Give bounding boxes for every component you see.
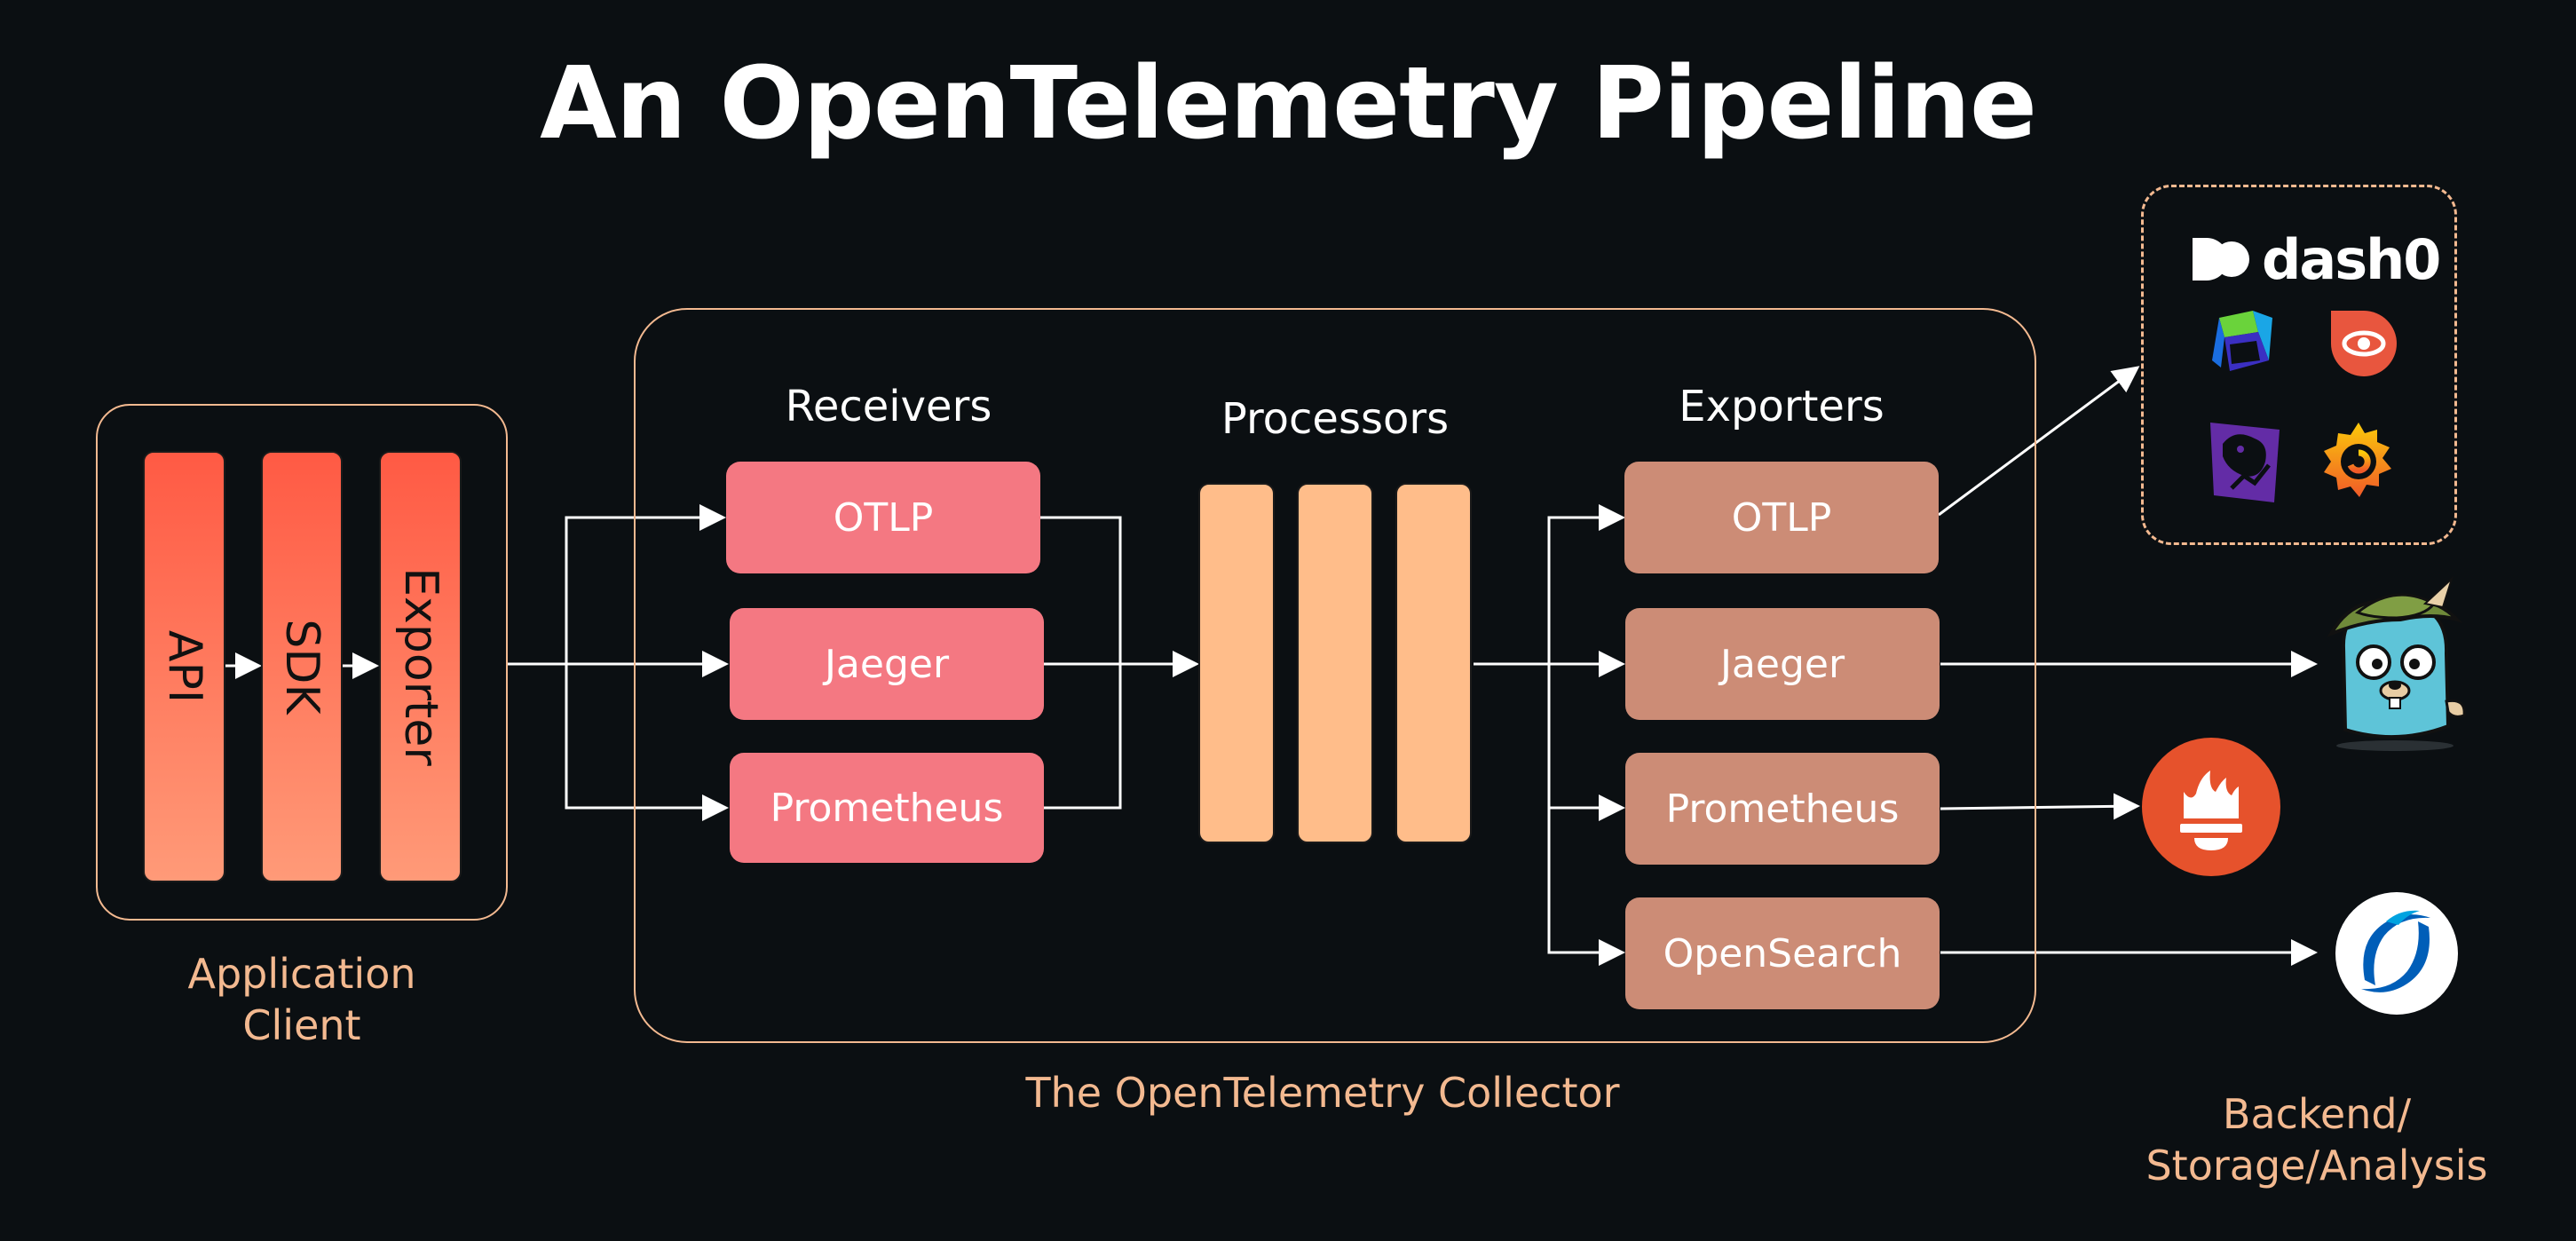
backends-caption: Backend/ Storage/Analysis <box>2104 1088 2530 1191</box>
exporter-opensearch: OpenSearch <box>1625 897 1940 1009</box>
api-label: API <box>157 629 211 704</box>
otlp-to-vendors-arrow <box>1938 366 2140 517</box>
caption-line: Backend/ <box>2222 1090 2412 1138</box>
eye-icon <box>2331 311 2397 376</box>
processors-to-otlp-arrow <box>1547 504 1625 664</box>
jaeger-gopher-icon <box>2327 575 2466 751</box>
receiver-prometheus-label: Prometheus <box>770 785 1004 831</box>
sdk-label: SDK <box>275 619 328 715</box>
caption-line: Application <box>187 950 416 998</box>
caption-line: Storage/Analysis <box>2145 1142 2488 1190</box>
receiver-otlp-label: OTLP <box>833 494 934 541</box>
dash0-mark-icon <box>2193 238 2249 281</box>
exporter-prometheus: Prometheus <box>1625 753 1940 865</box>
application-client-caption: Application Client <box>124 948 479 1051</box>
receiver-otlp: OTLP <box>726 462 1040 573</box>
dash0-logo: dash0 <box>2189 227 2441 292</box>
processor-2 <box>1297 483 1373 843</box>
dynatrace-icon <box>2212 311 2272 371</box>
exporter-prometheus-label: Prometheus <box>1665 786 1900 832</box>
processor-3 <box>1395 483 1472 843</box>
api-layer: API <box>143 451 225 882</box>
exporter-otlp: OTLP <box>1624 462 1939 573</box>
exporter-layer: Exporter <box>379 451 462 882</box>
sdk-layer: SDK <box>261 451 343 882</box>
processors-to-opensearch-arrow <box>1547 664 1625 966</box>
collector-frame <box>634 308 2036 1043</box>
client-to-otlp-arrow <box>565 504 726 664</box>
processor-1 <box>1198 483 1275 843</box>
receiver-jaeger-label: Jaeger <box>824 641 950 687</box>
opensearch-icon <box>2335 892 2458 1015</box>
prometheus-icon <box>2142 738 2280 876</box>
datadog-icon <box>2210 423 2280 502</box>
grafana-icon <box>2324 423 2391 497</box>
exporter-jaeger-label: Jaeger <box>1719 641 1845 687</box>
receiver-jaeger: Jaeger <box>730 608 1044 720</box>
receiver-prometheus: Prometheus <box>730 753 1044 863</box>
receivers-header: Receivers <box>785 382 992 431</box>
collector-caption: The OpenTelemetry Collector <box>1025 1069 1620 1117</box>
client-to-prometheus-arrow <box>565 664 729 821</box>
vendor-backends-group <box>2141 185 2457 545</box>
exporter-otlp-label: OTLP <box>1731 494 1832 541</box>
application-client-frame <box>96 404 508 921</box>
processors-header: Processors <box>1221 394 1450 444</box>
exporter-jaeger: Jaeger <box>1625 608 1940 720</box>
exporters-header: Exporters <box>1679 382 1885 431</box>
page-title: An OpenTelemetry Pipeline <box>540 46 2037 162</box>
prometheus-to-backend-arrow <box>1940 793 2140 820</box>
exporter-label: Exporter <box>393 567 447 766</box>
caption-line: Client <box>242 1001 361 1049</box>
dash0-wordmark: dash0 <box>2262 227 2441 292</box>
exporter-opensearch-label: OpenSearch <box>1663 930 1902 976</box>
